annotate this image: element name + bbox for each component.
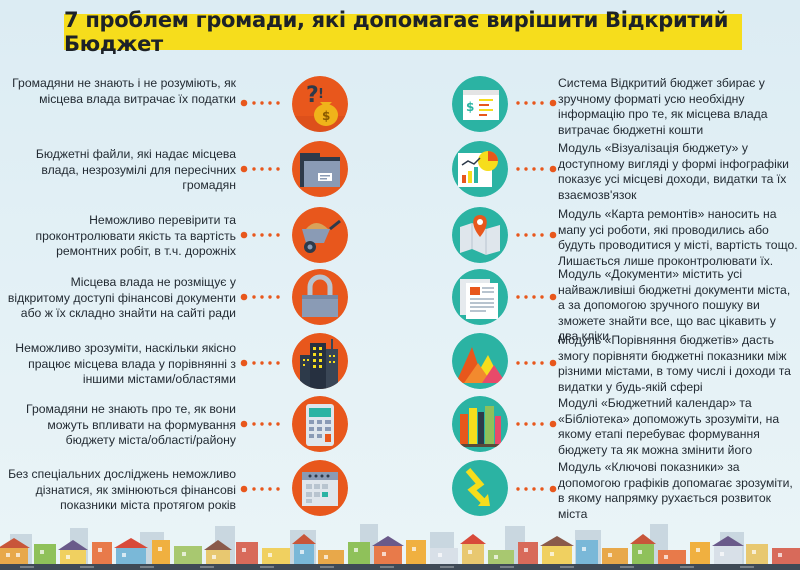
svg-text:$: $: [466, 100, 474, 114]
map-pin-icon: [452, 207, 508, 263]
documents-icon: [452, 269, 508, 325]
problem-text-1: Громадяни не знають і не розуміють, як м…: [12, 76, 236, 106]
trend-arrow-icon: [452, 460, 508, 516]
connector-dots-right-2: [516, 165, 557, 173]
svg-text:$: $: [322, 109, 330, 123]
connector-dots-left-7: [240, 485, 280, 493]
connector-dots-left-2: [240, 165, 280, 173]
file-folder-icon: [292, 141, 348, 197]
padlock-icon: [292, 269, 348, 325]
money-bag-question-icon: ?! $: [292, 76, 348, 132]
budget-document-icon: $: [452, 76, 508, 132]
library-books-icon: [452, 396, 508, 452]
connector-dots-right-5: [516, 359, 557, 367]
connector-dots-right-6: [516, 420, 557, 428]
solution-text-1: Система Відкритий бюджет збирає у зручно…: [558, 76, 768, 137]
connector-dots-right-3: [516, 231, 557, 239]
problem-text-2: Бюджетні файли, які надає місцева влада,…: [35, 147, 236, 192]
title-banner: 7 проблем громади, які допомагає вирішит…: [64, 8, 742, 56]
connector-dots-left-6: [240, 420, 280, 428]
comparison-peaks-icon: [452, 333, 508, 389]
calendar-icon: [292, 460, 348, 516]
solution-text-3: Модуль «Карта ремонтів» наносить на мапу…: [558, 207, 798, 268]
city-buildings-icon: [292, 333, 348, 389]
solution-text-4: Модуль «Документи» містить усі найважлив…: [558, 267, 791, 343]
infographic-charts-icon: [452, 141, 508, 197]
connector-dots-left-1: [240, 99, 280, 107]
svg-text:!: !: [318, 87, 324, 102]
problem-text-7: Без спеціальних досліджень неможливо діз…: [8, 467, 236, 512]
problem-text-4: Місцева влада не розміщує у відкритому д…: [7, 275, 236, 320]
problem-text-5: Неможливо зрозуміти, наскільки якісно пр…: [15, 341, 236, 386]
solution-text-5: Модуль «Порівняння бюджетів» дасть змогу…: [558, 333, 791, 394]
calculator-icon: [292, 396, 348, 452]
problem-text-3: Неможливо перевірити та проконтролювати …: [35, 213, 236, 258]
connector-dots-left-3: [240, 231, 280, 239]
connector-dots-left-5: [240, 359, 280, 367]
solution-text-6: Модулі «Бюджетний календар» та «Бібліоте…: [558, 396, 780, 457]
connector-dots-right-4: [516, 293, 557, 301]
solution-text-7: Модуль «Ключові показники» за допомогою …: [558, 460, 793, 521]
problem-text-6: Громадяни не знають про те, як вони можу…: [26, 402, 236, 447]
connector-dots-right-7: [516, 485, 557, 493]
city-skyline-illustration: [0, 524, 800, 570]
svg-text:?: ?: [306, 83, 319, 108]
wheelbarrow-icon: [292, 207, 348, 263]
page-title: 7 проблем громади, які допомагає вирішит…: [64, 8, 729, 56]
solution-text-2: Модуль «Візуалізація бюджету» у доступно…: [558, 141, 789, 202]
connector-dots-left-4: [240, 293, 280, 301]
connector-dots-right-1: [516, 99, 557, 107]
